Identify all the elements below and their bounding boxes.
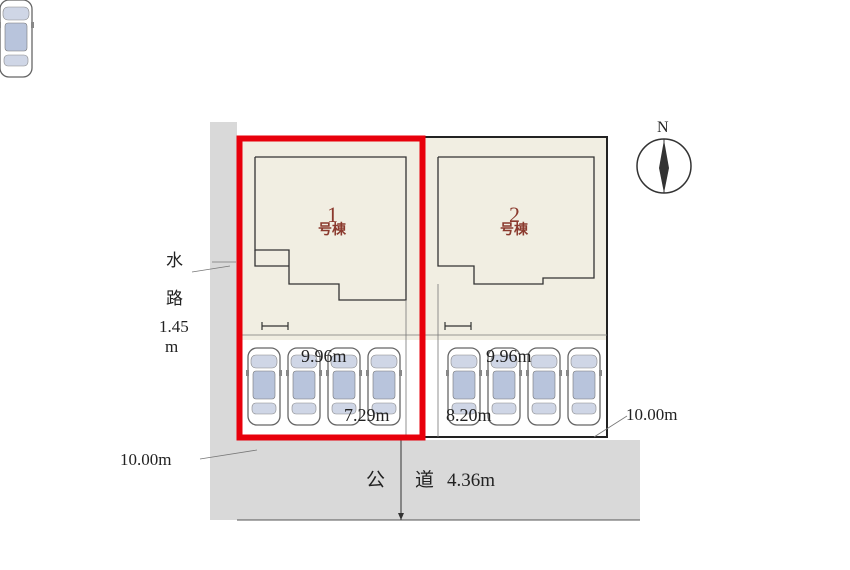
corner-left-length: 10.00m (120, 450, 172, 469)
lot-2-frontage: 9.96m (486, 346, 532, 366)
lot-1-depth: 7.29m (344, 405, 390, 425)
lot-1-frontage: 9.96m (301, 346, 347, 366)
lot-2-number: 2 (509, 202, 520, 227)
building-2-outline (437, 156, 595, 285)
building-1-outline (254, 156, 407, 301)
north-arrow-icon (636, 138, 692, 194)
waterway-char-2: 路 (166, 289, 183, 308)
waterway-leader (191, 265, 231, 273)
parked-cars (0, 0, 603, 426)
lot-2-depth: 8.20m (446, 405, 492, 425)
car-icon (0, 0, 34, 78)
waterway-width-unit: m (165, 337, 179, 356)
road-char-1: 公 (366, 470, 386, 491)
road-char-2: 道 (415, 470, 435, 491)
waterway-width-value: 1.45 (159, 317, 189, 336)
corner-right-length: 10.00m (626, 405, 678, 424)
lot-1-building-label: 号棟 (318, 223, 346, 238)
lot-2-building-label: 号棟 (500, 223, 528, 238)
car-icon (565, 347, 603, 426)
lot-2-entrance-marker (444, 322, 472, 330)
public-road (210, 440, 640, 520)
car-icon (245, 347, 283, 426)
waterway-char-1: 水 (166, 251, 183, 270)
lot-1-highlight-frame (236, 135, 426, 441)
road-dim-arrow (398, 513, 404, 520)
lot-1-number: 1 (327, 202, 338, 227)
corner-left-leader (199, 449, 258, 460)
road-width: 4.36m (447, 470, 496, 491)
lot-1-entrance-marker (261, 322, 289, 330)
building-1-step (254, 250, 289, 267)
compass-letter: N (657, 119, 669, 136)
corner-right-leader (593, 415, 628, 438)
